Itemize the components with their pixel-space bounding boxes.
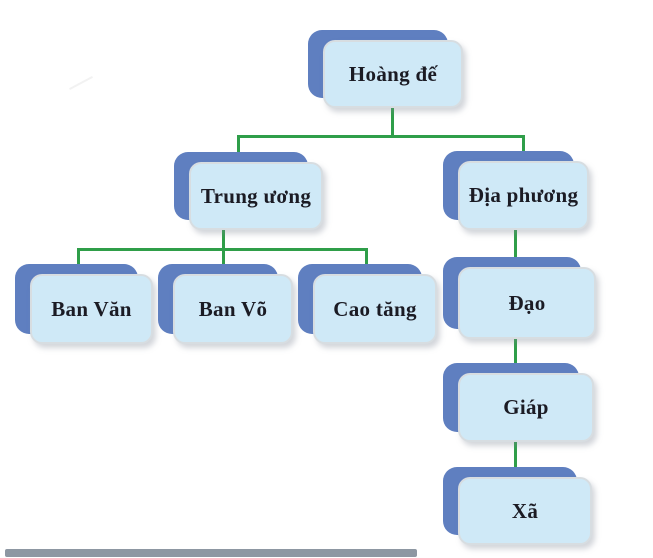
node-dia-phuong: Địa phương (443, 151, 589, 230)
node-label: Đạo (508, 290, 546, 315)
node-card: Địa phương (458, 161, 589, 230)
node-trung-uong: Trung ương (174, 152, 323, 230)
connector-to-caotang (365, 248, 368, 276)
node-label: Hoàng đế (348, 61, 438, 86)
node-ban-van: Ban Văn (15, 264, 153, 344)
connector-to-banvan (77, 248, 80, 276)
connector-hoangde-down (391, 106, 394, 137)
faint-scan-artifact (69, 76, 93, 90)
node-label: Ban Võ (198, 296, 268, 321)
connector-giap-to-xa (514, 441, 517, 478)
node-label: Ban Văn (51, 296, 132, 321)
node-label: Cao tăng (333, 296, 417, 321)
node-giap: Giáp (443, 363, 594, 442)
node-card: Ban Võ (173, 274, 293, 344)
node-label: Địa phương (468, 183, 579, 207)
node-card: Cao tăng (313, 274, 437, 344)
node-label: Trung ương (200, 183, 312, 208)
connector-dao-to-giap (514, 338, 517, 374)
connector-level2-horizontal (237, 135, 525, 138)
connector-to-diaphuong (522, 135, 525, 164)
node-card: Xã (458, 477, 592, 545)
node-xa: Xã (443, 467, 592, 545)
node-ban-vo: Ban Võ (158, 264, 293, 344)
node-dao: Đạo (443, 257, 596, 339)
connector-diaphuong-to-dao (514, 229, 517, 258)
node-card: Ban Văn (30, 274, 153, 344)
node-cao-tang: Cao tăng (298, 264, 437, 344)
node-label: Xã (511, 498, 539, 523)
bottom-divider-bar (5, 549, 417, 557)
node-card: Giáp (458, 373, 594, 442)
node-card: Đạo (458, 267, 596, 339)
connector-to-trunguong (237, 135, 240, 165)
node-card: Trung ương (189, 162, 323, 230)
node-label: Giáp (503, 395, 549, 419)
connector-level3-horizontal (77, 248, 368, 251)
node-card: Hoàng đế (323, 40, 463, 108)
node-hoang-de: Hoàng đế (308, 30, 463, 108)
